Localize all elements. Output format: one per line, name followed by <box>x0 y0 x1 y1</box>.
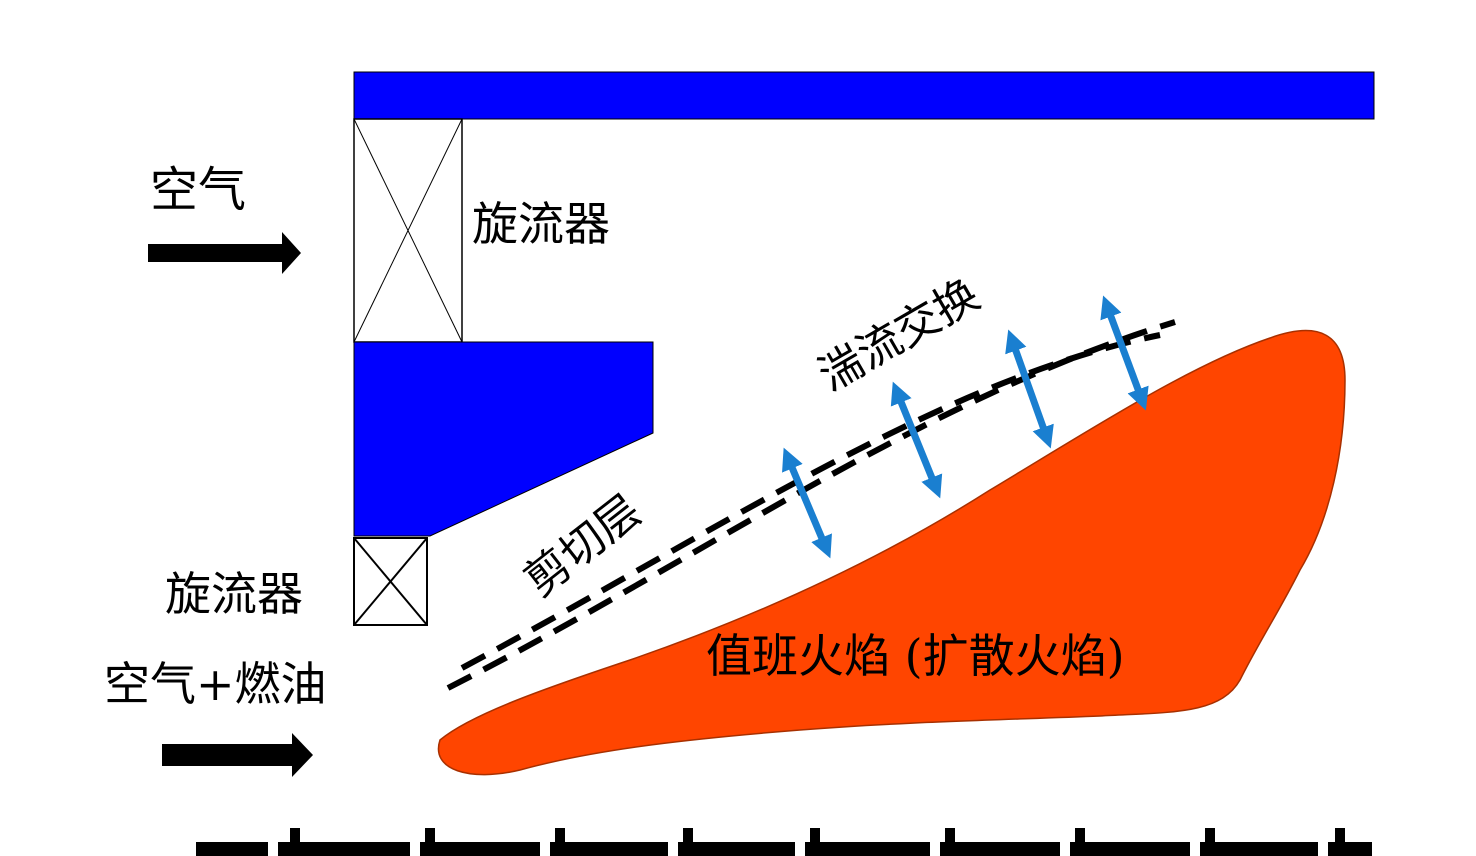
exchange-arrows <box>782 295 1149 559</box>
double-arrow-icon <box>1005 329 1054 449</box>
bluff-body <box>353 341 654 537</box>
swirler-label-bottom: 旋流器 <box>165 567 303 621</box>
air-label-top: 空气 <box>150 162 246 218</box>
swirler-label-top: 旋流器 <box>472 197 610 251</box>
right-arrow-icon <box>162 733 313 777</box>
upper-swirler-icon <box>353 118 463 343</box>
right-arrow-icon <box>148 232 301 274</box>
turbulent-exchange-label: 湍流交换 <box>810 269 988 401</box>
double-arrow-icon <box>890 381 943 499</box>
double-arrow-icon <box>782 447 832 559</box>
lower-swirler-icon <box>353 537 428 626</box>
air-fuel-label: 空气+燃油 <box>104 657 327 711</box>
pilot-flame-label: 值班火焰 (扩散火焰) <box>706 629 1125 683</box>
top-wall <box>353 71 1375 120</box>
pilot-flame <box>437 329 1346 776</box>
double-arrow-icon <box>1100 295 1149 411</box>
bottom-edge-pattern <box>196 828 1372 856</box>
